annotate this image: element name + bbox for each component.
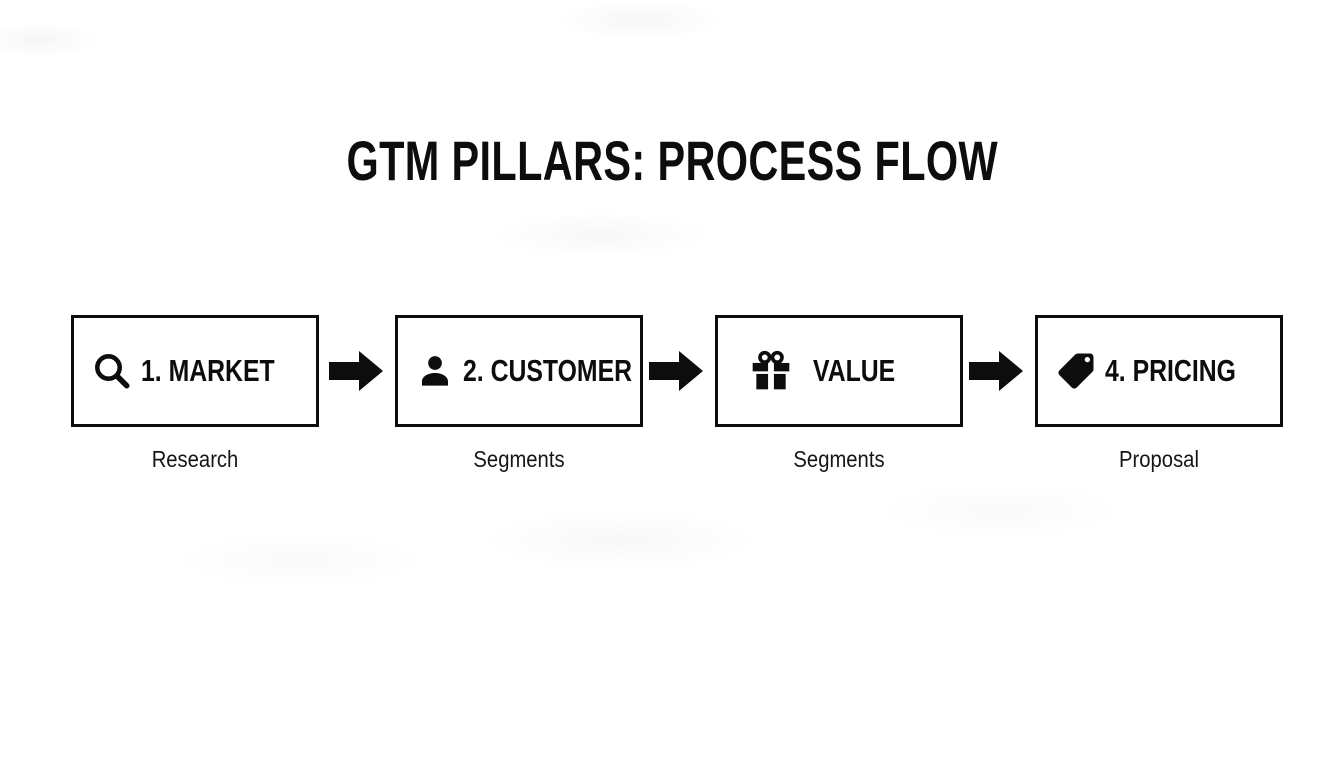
step-box-value: VALUE — [715, 315, 963, 427]
flow-arrow-icon — [649, 349, 705, 393]
title-container: GTM PILLARS: PROCESS FLOW — [0, 128, 1344, 193]
flow-arrow-icon — [969, 349, 1025, 393]
step-box-customer: 2. CUSTOMER — [395, 315, 643, 427]
step-label: VALUE — [813, 353, 896, 388]
step-box-market: 1. MARKET — [71, 315, 319, 427]
gift-icon — [749, 349, 793, 393]
step-sublabel-customer: Segments — [473, 446, 565, 472]
step-label: 4. PRICING — [1105, 353, 1236, 388]
step-sublabel-value: Segments — [793, 446, 885, 472]
step-label: 1. MARKET — [141, 353, 275, 388]
step-sublabel-market: Research — [151, 446, 239, 472]
page-title: GTM PILLARS: PROCESS FLOW — [346, 129, 998, 192]
magnifier-icon — [91, 350, 133, 392]
flow-arrow-icon — [329, 349, 385, 393]
step-label: 2. CUSTOMER — [463, 353, 633, 388]
step-box-pricing: 4. PRICING — [1035, 315, 1283, 427]
step-sublabel-pricing: Proposal — [1119, 446, 1199, 472]
tag-icon — [1055, 350, 1097, 392]
person-icon — [415, 351, 455, 391]
